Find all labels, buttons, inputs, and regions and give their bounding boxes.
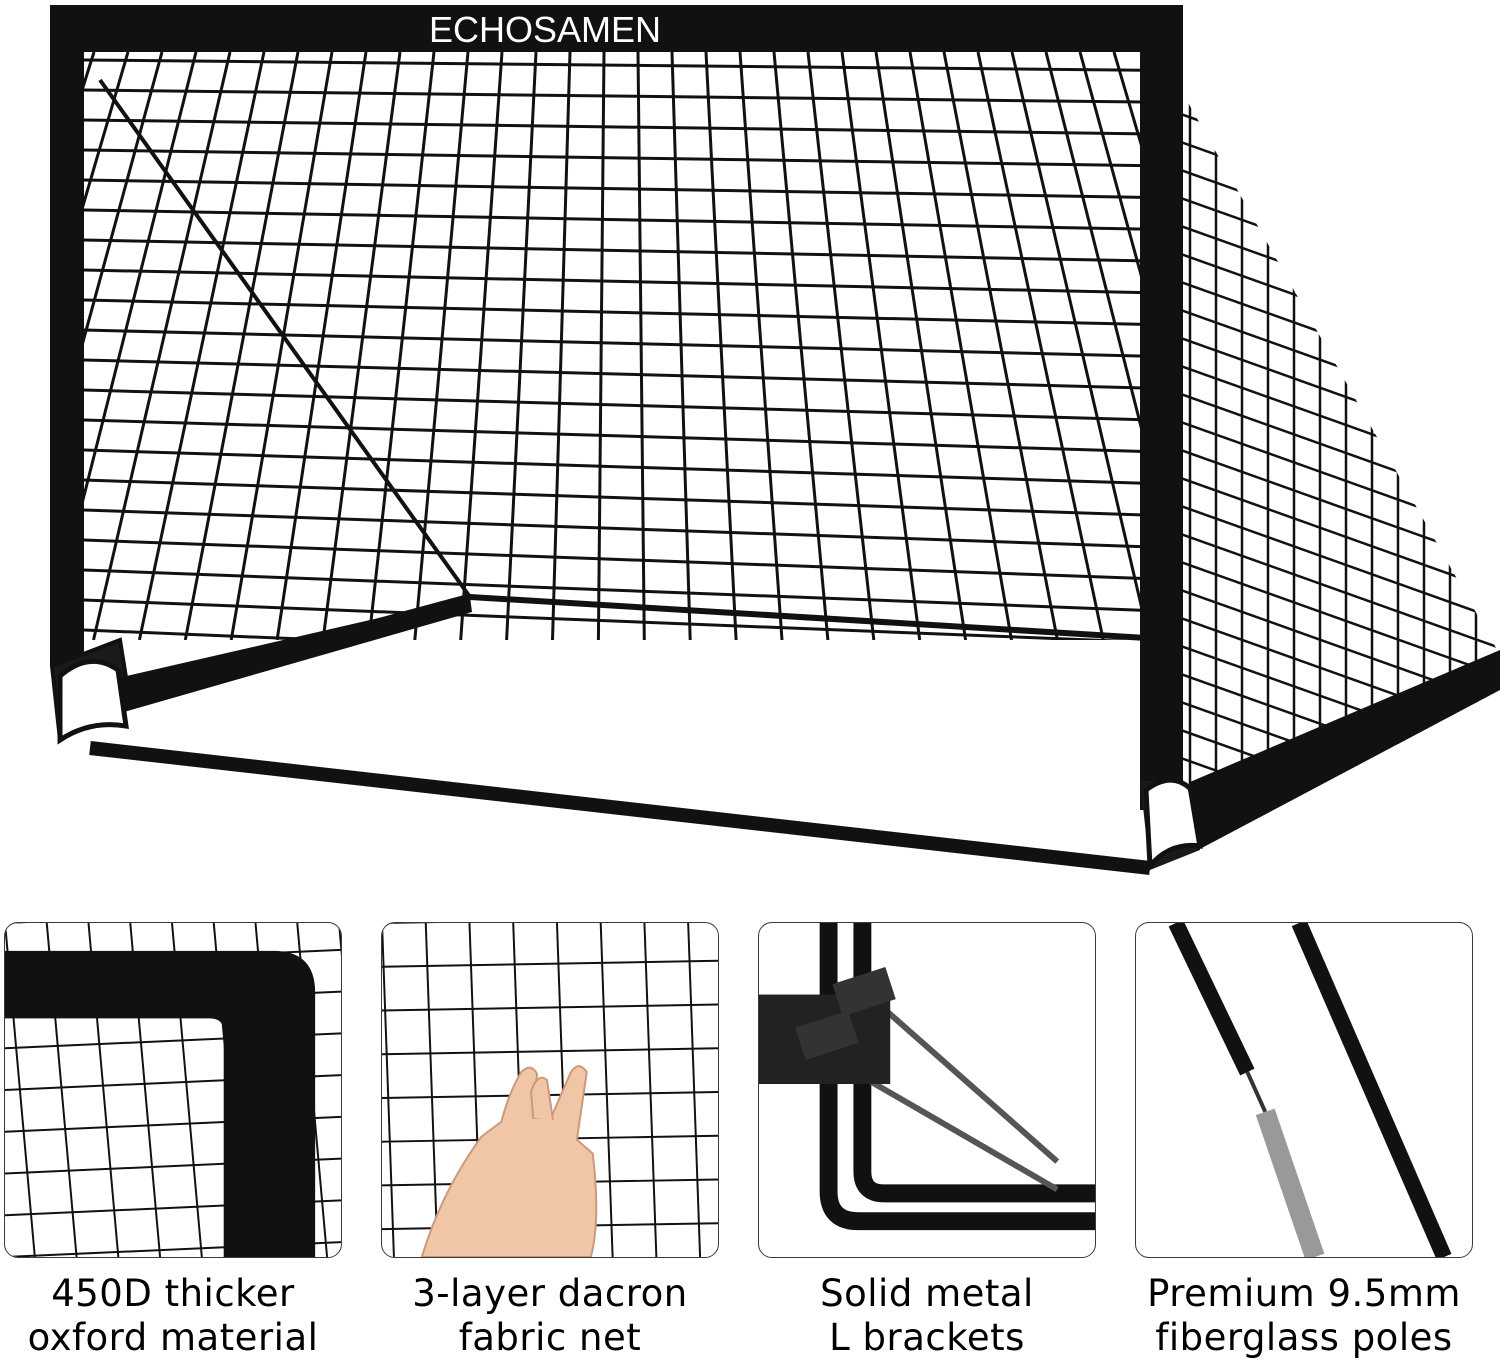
front-ground-bar bbox=[89, 741, 1151, 875]
feature-panel-poles bbox=[1135, 922, 1473, 1258]
caption-line-2: L brackets bbox=[829, 1316, 1025, 1359]
feature-panel-brackets bbox=[758, 922, 1096, 1258]
oxford-material-frame bbox=[5, 950, 316, 1257]
back-ground-bar bbox=[469, 594, 1181, 643]
l-bracket-icon bbox=[759, 923, 1095, 1231]
fiberglass-pole-icon bbox=[1168, 923, 1452, 1257]
caption-line-2: oxford material bbox=[27, 1316, 319, 1359]
right-base-sleeve bbox=[1188, 660, 1500, 850]
feature-panel-oxford bbox=[4, 922, 342, 1258]
caption-line-1: Solid metal bbox=[820, 1272, 1034, 1315]
hand-pulling-net bbox=[420, 1065, 598, 1257]
caption-line-1: 450D thicker bbox=[51, 1272, 295, 1315]
feature-caption-brackets: Solid metal L brackets bbox=[737, 1272, 1117, 1362]
net-with-hand-icon bbox=[382, 923, 718, 1257]
feature-caption-oxford: 450D thicker oxford material bbox=[0, 1272, 363, 1362]
left-base-sleeve bbox=[118, 597, 472, 712]
brand-logo: ECHOSAMEN bbox=[429, 9, 661, 50]
feature-caption-poles: Premium 9.5mm fiberglass poles bbox=[1114, 1272, 1494, 1362]
caption-line-1: 3-layer dacron bbox=[412, 1272, 688, 1315]
soccer-goal-illustration: ECHOSAMEN bbox=[49, 5, 1500, 875]
caption-line-2: fabric net bbox=[458, 1316, 642, 1359]
goal-net-back bbox=[84, 52, 1164, 640]
feature-caption-dacron: 3-layer dacron fabric net bbox=[360, 1272, 740, 1362]
left-corner-bracket bbox=[57, 658, 129, 745]
soccer-goal-svg: ECHOSAMEN bbox=[49, 5, 1500, 875]
caption-line-1: Premium 9.5mm bbox=[1147, 1272, 1461, 1315]
feature-panel-dacron bbox=[381, 922, 719, 1258]
caption-line-2: fiberglass poles bbox=[1155, 1316, 1453, 1359]
oxford-fabric-corner-icon bbox=[5, 923, 341, 1257]
